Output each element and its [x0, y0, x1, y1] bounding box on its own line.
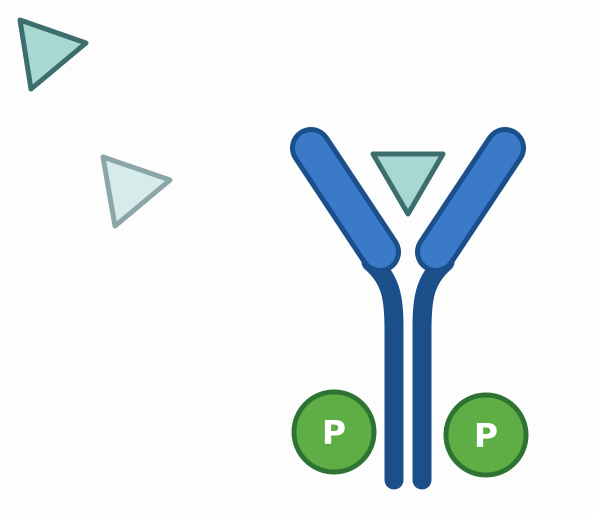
- phosphate-group-right: P: [443, 392, 529, 478]
- phosphate-label-right: P: [474, 416, 498, 455]
- free-ligand-triangle-icon: [17, 17, 89, 92]
- bound-ligand-triangle-icon: [370, 151, 446, 217]
- phosphate-circle-icon: [291, 389, 377, 475]
- receptor-right-arm: [420, 132, 521, 268]
- receptor-left-arm: [295, 132, 396, 268]
- phosphate-circle-icon: [443, 392, 529, 478]
- receptor-right-stem: [412, 252, 455, 490]
- receptor-left-stem: [361, 252, 404, 490]
- phosphate-label-left: P: [322, 413, 346, 452]
- faded-ligand-triangle-icon: [100, 154, 173, 229]
- phosphate-group-left: P: [291, 389, 377, 475]
